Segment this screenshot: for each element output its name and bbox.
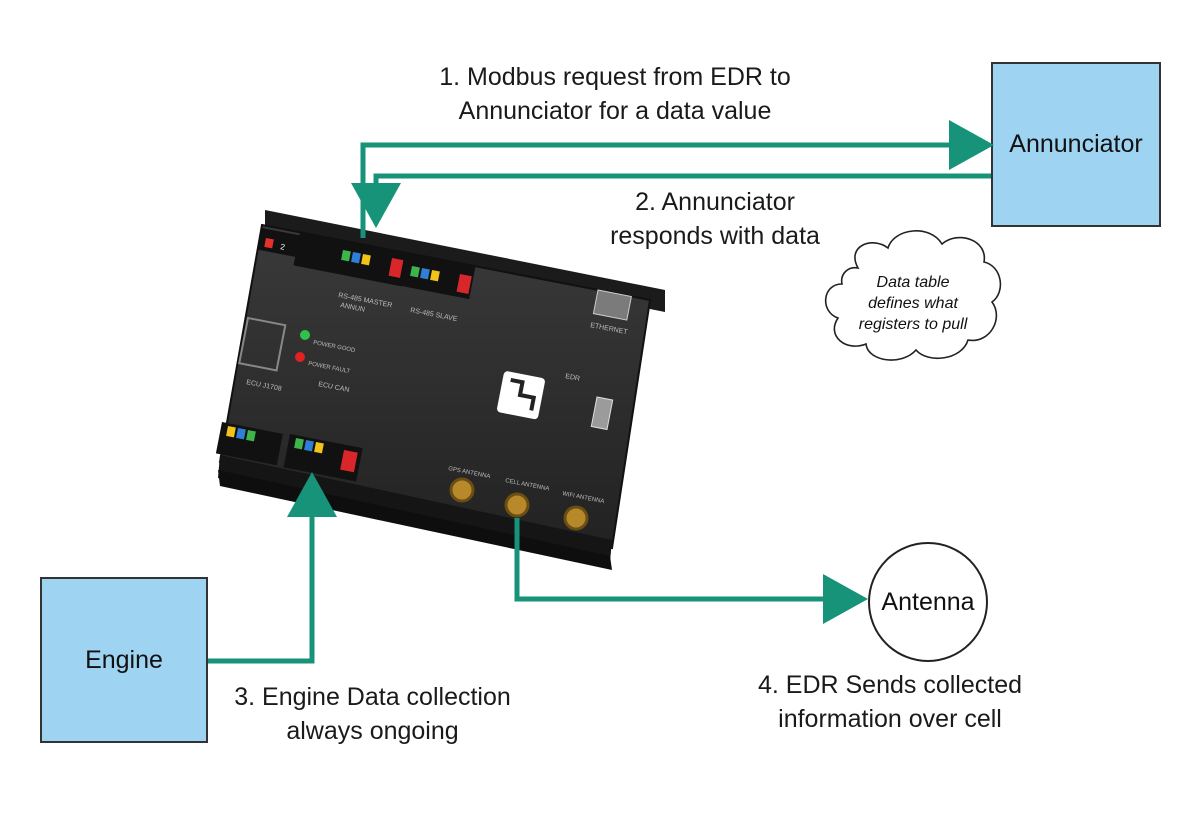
ethernet-port <box>592 289 632 321</box>
cloud-shape <box>824 230 1002 361</box>
pin-label-2: 2 <box>280 242 287 252</box>
step4-line2: information over cell <box>778 705 1002 733</box>
pin-11-green <box>246 430 256 442</box>
step3-line1: 3. Engine Data collection <box>234 683 511 711</box>
annunciator-node: Annunciator <box>991 62 1161 227</box>
device-logo <box>497 371 545 420</box>
engine-node: Engine <box>40 577 208 743</box>
cloud-line3: registers to pull <box>858 316 968 333</box>
step2-line1: 2. Annunciator <box>635 188 795 216</box>
pin-3-green <box>341 250 351 262</box>
cell-antenna-port <box>504 492 530 518</box>
step1-label: 1. Modbus request from EDR to Annunciato… <box>380 60 850 128</box>
step1-line1: 1. Modbus request from EDR to <box>439 63 791 91</box>
pin-13-blue <box>304 440 314 452</box>
connector-rs485-master <box>293 231 408 287</box>
can-term-switch-3 <box>340 450 358 473</box>
annun-text: ANNUN <box>340 302 366 314</box>
pin-1-red <box>264 237 274 249</box>
pin-10-blue <box>236 428 246 440</box>
power-switch <box>238 316 287 372</box>
step4-line1: 4. EDR Sends collected <box>757 671 1023 699</box>
arrow-edr-to-antenna <box>514 518 868 624</box>
power-good-led <box>300 330 310 340</box>
step2-label: 2. Annunciator responds with data <box>560 185 870 253</box>
antenna-label: Antenna <box>881 587 975 616</box>
can-term-switch-2 <box>456 273 472 294</box>
pin-7-blue <box>420 267 430 280</box>
pin-14-yellow <box>314 442 324 454</box>
annunciator-label: Annunciator <box>1009 130 1143 158</box>
pin-5-yellow <box>361 254 371 266</box>
can-term-switch-1 <box>388 258 404 278</box>
pin-4-blue <box>351 252 361 264</box>
usb-port <box>590 396 614 431</box>
power-fault-led <box>295 352 305 362</box>
engine-label: Engine <box>85 645 163 674</box>
cloud-text: Data table defines what registers to pul… <box>838 272 988 335</box>
connector-1-2 <box>257 228 302 258</box>
step3-line2: always ongoing <box>286 717 459 745</box>
cloud-line1: Data table <box>876 274 950 291</box>
pin-9-yellow <box>226 426 236 438</box>
step1-line2: Annunciator for a data value <box>458 97 772 125</box>
antenna-node: Antenna <box>868 542 988 662</box>
arrow-request-to-annunciator <box>360 120 994 238</box>
step4-label: 4. EDR Sends collected information over … <box>725 668 1055 736</box>
gps-antenna-port <box>449 477 475 503</box>
arrow-engine-to-edr <box>208 472 337 664</box>
cloud-line2: defines what <box>868 295 958 312</box>
pin-8-yellow <box>430 270 440 282</box>
edr-device: 2 ETHERNET POWER GOOD POWER FAULT RS-4 <box>215 210 665 570</box>
edr-text: EDR <box>565 373 581 383</box>
step3-label: 3. Engine Data collection always ongoing <box>205 680 540 748</box>
arrow-response-to-edr <box>351 173 991 228</box>
pin-12-green <box>294 438 304 450</box>
wifi-antenna-port <box>563 505 589 531</box>
data-table-cloud <box>824 230 1002 361</box>
step2-line2: responds with data <box>610 222 820 250</box>
pin-6-green <box>410 266 420 278</box>
